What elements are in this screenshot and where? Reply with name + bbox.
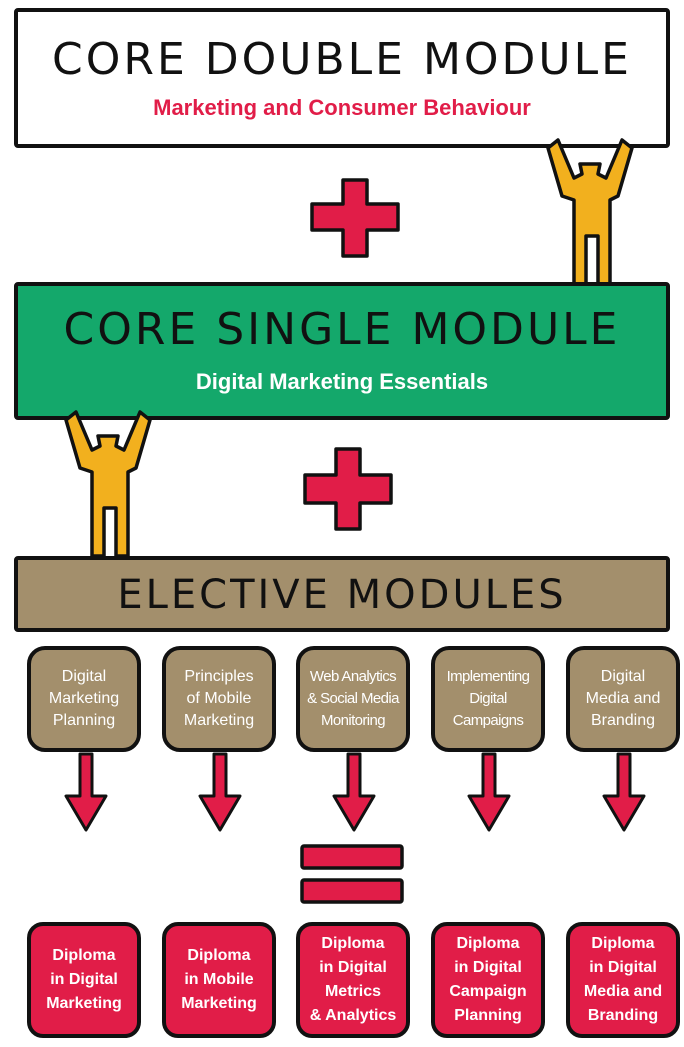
diploma-card: Diploma in Mobile Marketing (162, 922, 276, 1038)
diploma-card: Diploma in Digital Marketing (27, 922, 141, 1038)
core-single-module: CORE SINGLE MODULE Digital Marketing Ess… (14, 282, 670, 420)
core-single-heading: CORE SINGLE MODULE (63, 304, 621, 355)
arrow-down-icon (467, 752, 511, 832)
arrow-down-icon (602, 752, 646, 832)
core-double-heading: CORE DOUBLE MODULE (52, 34, 632, 85)
elective-module-card: Implementing Digital Campaigns (431, 646, 545, 752)
plus-icon (303, 447, 393, 531)
elective-module-card: Web Analytics & Social Media Monitoring (296, 646, 410, 752)
arrow-down-icon (332, 752, 376, 832)
elective-module-card: Digital Marketing Planning (27, 646, 141, 752)
core-double-subtitle: Marketing and Consumer Behaviour (153, 95, 531, 120)
elective-module-card: Principles of Mobile Marketing (162, 646, 276, 752)
diploma-card: Diploma in Digital Metrics & Analytics (296, 922, 410, 1038)
diploma-card: Diploma in Digital Campaign Planning (431, 922, 545, 1038)
plus-icon (310, 178, 400, 258)
elective-heading: ELECTIVE MODULES (117, 572, 567, 618)
diploma-card: Diploma in Digital Media and Branding (566, 922, 680, 1038)
person-lifting-icon (64, 410, 152, 558)
elective-modules-bar: ELECTIVE MODULES (14, 556, 670, 632)
arrow-down-icon (198, 752, 242, 832)
equals-icon (300, 844, 404, 904)
person-lifting-icon (546, 138, 634, 286)
arrow-down-icon (64, 752, 108, 832)
core-single-subtitle: Digital Marketing Essentials (195, 369, 489, 394)
elective-module-card: Digital Media and Branding (566, 646, 680, 752)
core-double-module: CORE DOUBLE MODULE Marketing and Consume… (14, 8, 670, 148)
